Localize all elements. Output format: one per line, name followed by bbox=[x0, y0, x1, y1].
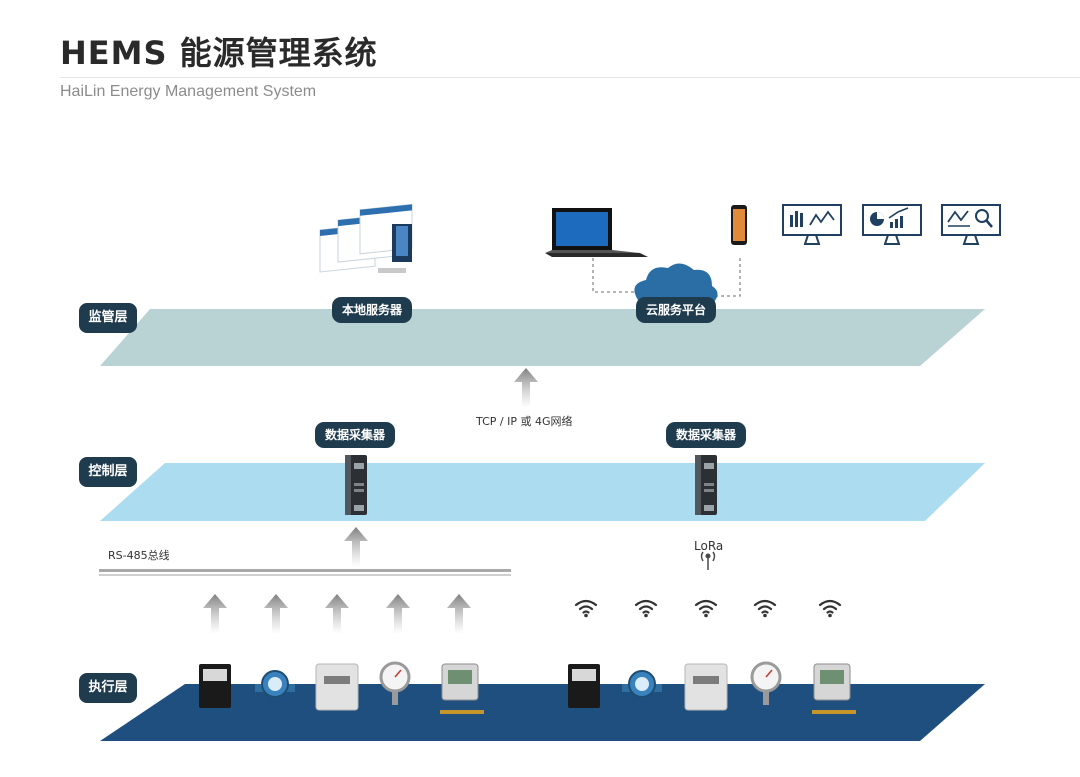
pressure-gauge-icon bbox=[379, 661, 411, 705]
bar-line-chart-monitor-icon bbox=[782, 204, 842, 245]
heat-meter-icon bbox=[440, 663, 484, 714]
smartphone-icon bbox=[731, 205, 747, 245]
page-subtitle: HaiLin Energy Management System bbox=[60, 83, 317, 100]
lora-antenna-icon bbox=[700, 551, 716, 570]
cloud-connection-lines bbox=[592, 258, 741, 297]
analytics-search-monitor-icon bbox=[941, 204, 1001, 245]
cloud-platform-tag: 云服务平台 bbox=[636, 297, 717, 323]
page-title: HEMS 能源管理系统 bbox=[60, 34, 378, 72]
rs485-label: RS-485总线 bbox=[108, 549, 170, 562]
supervision-layer-plane bbox=[100, 309, 985, 366]
gas-meter-icon bbox=[315, 663, 359, 711]
heat-meter-icon-2 bbox=[812, 663, 856, 714]
wifi-icons bbox=[574, 599, 842, 618]
network-label: TCP / IP 或 4G网络 bbox=[476, 415, 573, 428]
desktop-monitors-icon bbox=[319, 203, 413, 273]
rs485-bus-line bbox=[99, 569, 511, 576]
meter-up-arrows bbox=[203, 594, 471, 634]
rs485-up-arrow bbox=[344, 527, 368, 567]
execution-layer-badge: 执行层 bbox=[79, 673, 137, 703]
data-collector-right-device bbox=[695, 455, 717, 515]
network-up-arrow bbox=[514, 368, 538, 408]
supervision-layer-badge: 监管层 bbox=[79, 303, 137, 333]
water-meter-icon bbox=[255, 670, 295, 698]
laptop-icon bbox=[545, 208, 648, 257]
cloud-icon bbox=[634, 263, 718, 302]
data-collector-right-tag: 数据采集器 bbox=[666, 422, 747, 448]
data-collector-left-device bbox=[345, 455, 367, 515]
pie-growth-monitor-icon bbox=[862, 204, 922, 245]
pressure-gauge-icon-2 bbox=[750, 661, 782, 705]
water-meter-icon-2 bbox=[622, 670, 662, 698]
electric-meter-icon-2 bbox=[568, 664, 600, 708]
title-divider bbox=[60, 77, 1080, 78]
lora-label: LoRa bbox=[694, 539, 724, 553]
local-server-tag: 本地服务器 bbox=[332, 297, 413, 323]
gas-meter-icon-2 bbox=[684, 663, 728, 711]
control-layer-plane bbox=[100, 463, 985, 521]
data-collector-left-tag: 数据采集器 bbox=[315, 422, 396, 448]
control-layer-badge: 控制层 bbox=[79, 457, 137, 487]
electric-meter-icon bbox=[199, 664, 231, 708]
